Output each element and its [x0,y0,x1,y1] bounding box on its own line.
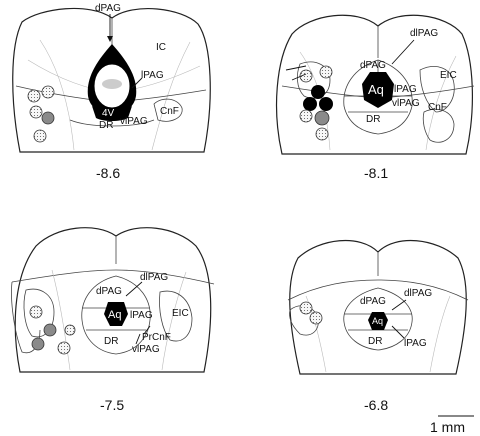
site-dotted [41,85,55,99]
site-dotted [299,301,313,315]
site-grey [43,323,57,337]
coordinate-label: -8.6 [96,165,120,181]
label-lpag: lPAG [394,84,417,95]
panel-minus-8-6: dPAG IC lPAG 4V DR vlPAG CnF -8.6 [12,3,211,181]
section-outline [275,14,473,155]
section-outline [289,239,467,375]
pag-outline [343,59,413,135]
aqueduct [104,302,128,326]
panel-minus-7-5: dlPAG dPAG Aq lPAG EIC DR PrCnF vlPAG -7… [11,227,215,413]
site-grey [31,337,45,351]
label-dlpag: dlPAG [404,288,432,299]
site-dotted [309,311,323,325]
label-dlpag: dlPAG [410,28,438,39]
label-cnf: CnF [428,102,447,113]
label-lpag: lPAG [130,310,153,321]
label-lpag: lPAG [404,338,427,349]
pag-outline [343,287,413,351]
panel-minus-8-1: dlPAG dPAG Aq lPAG vlPAG EIC CnF DR -8.1 [275,14,475,181]
label-dpag: dPAG [360,60,386,71]
label-dpag: dPAG [95,3,121,14]
label-dr: DR [104,336,118,347]
scale-bar-label: 1 mm [430,419,465,435]
label-ic: IC [156,42,166,53]
label-dr: DR [368,336,382,347]
label-aq: Aq [372,316,383,326]
label-vlpag: vlPAG [120,116,148,127]
site-dotted [319,65,333,79]
section-outline [12,7,211,153]
section-outline [14,227,212,373]
site-dotted [315,127,329,141]
label-vlpag: vlPAG [392,98,420,109]
site-grey [314,110,330,126]
label-eic: EIC [172,308,189,319]
coordinate-label: -6.8 [364,397,388,413]
site-dotted [64,324,76,336]
label-prcnf: PrCnF [142,332,171,343]
aqueduct [362,72,394,108]
site-dotted [29,105,43,119]
coordinate-label: -7.5 [100,397,124,413]
label-lpag: lPAG [141,70,164,81]
site-dotted [29,305,43,319]
site-dotted [299,109,313,123]
site-dotted [27,89,41,103]
site-black [319,97,333,111]
label-dpag: dPAG [360,296,386,307]
site-dotted [57,341,71,355]
label-cnf: CnF [160,106,179,117]
label-dr: DR [99,120,113,131]
pag-outline [81,275,151,355]
aqueduct [368,312,388,330]
site-black [303,97,317,111]
site-grey [41,111,55,125]
site-black [311,85,325,99]
label-eic: EIC [440,70,457,81]
label-vlpag: vlPAG [132,344,160,355]
scale-bar: 1 mm [430,415,474,435]
panel-minus-6-8: dlPAG dPAG Aq lPAG DR -6.8 [287,239,469,413]
site-dotted [299,69,313,83]
coordinate-label: -8.1 [364,165,388,181]
label-dpag: dPAG [96,286,122,297]
label-aq: Aq [368,82,384,97]
label-4v: 4V [102,108,115,119]
site-dotted [33,129,47,143]
label-aq: Aq [108,309,121,321]
label-dr: DR [366,114,380,125]
label-dlpag: dlPAG [140,272,168,283]
